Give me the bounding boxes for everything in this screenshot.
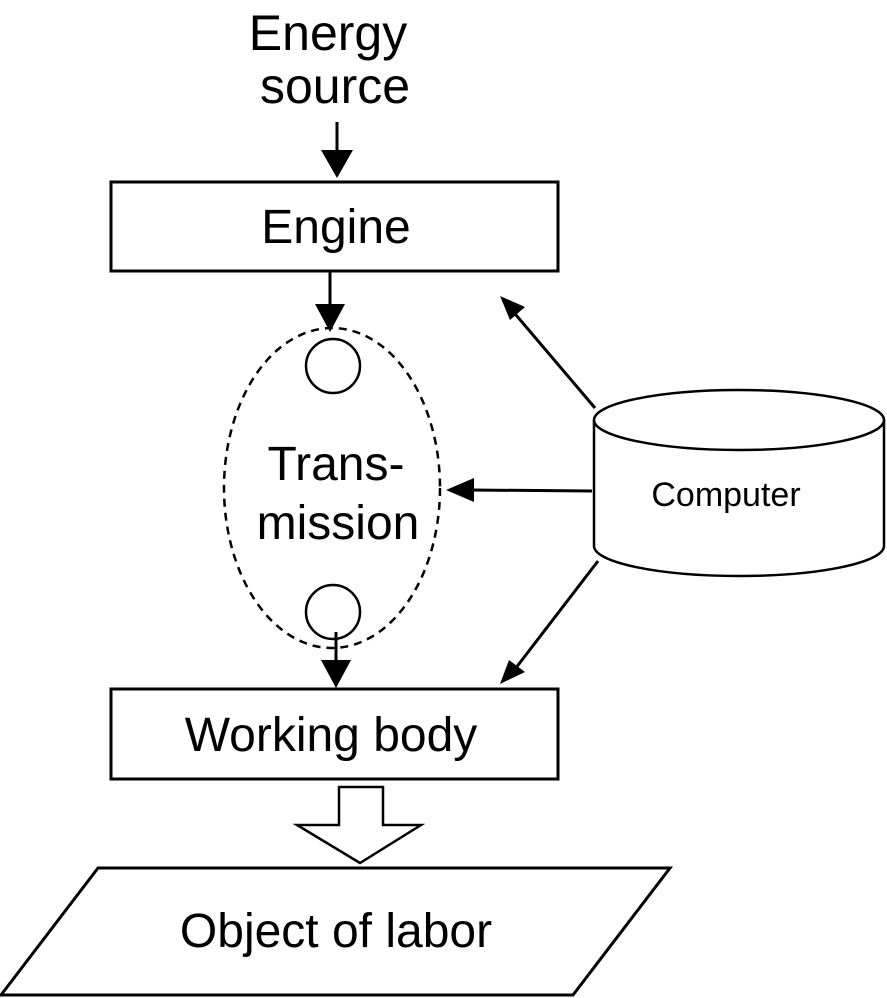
object-of-labor-label: Object of labor <box>180 905 492 958</box>
working-body-box: Working body <box>109 687 560 781</box>
arrow-computer-to-working-body <box>500 560 600 684</box>
transmission-line-2: mission <box>257 497 420 550</box>
computer-cylinder: Computer <box>592 388 886 578</box>
arrow-computer-to-engine <box>500 296 597 409</box>
transmission-group: Trans- mission <box>222 326 442 650</box>
energy-source-line-2: source <box>260 58 410 114</box>
computer-label: Computer <box>651 476 800 514</box>
input-shaft-circle <box>304 337 362 395</box>
working-body-label: Working body <box>185 709 478 762</box>
arrow-transmission-to-working-body <box>321 632 351 688</box>
arrow-energy-to-engine <box>321 122 353 178</box>
arrow-computer-to-transmission <box>446 478 593 502</box>
energy-source-line-1: Energy <box>249 5 407 61</box>
output-shaft-circle <box>304 583 362 641</box>
engine-box: Engine <box>109 180 560 273</box>
transmission-boundary <box>222 326 442 650</box>
engine-label: Engine <box>261 201 410 254</box>
transmission-line-1: Trans- <box>268 438 405 491</box>
energy-source-label: Energy source <box>249 5 410 114</box>
object-of-labor-parallelogram: Object of labor <box>0 866 674 997</box>
hollow-arrow-to-object <box>292 785 426 865</box>
arrow-engine-to-transmission <box>315 271 345 332</box>
